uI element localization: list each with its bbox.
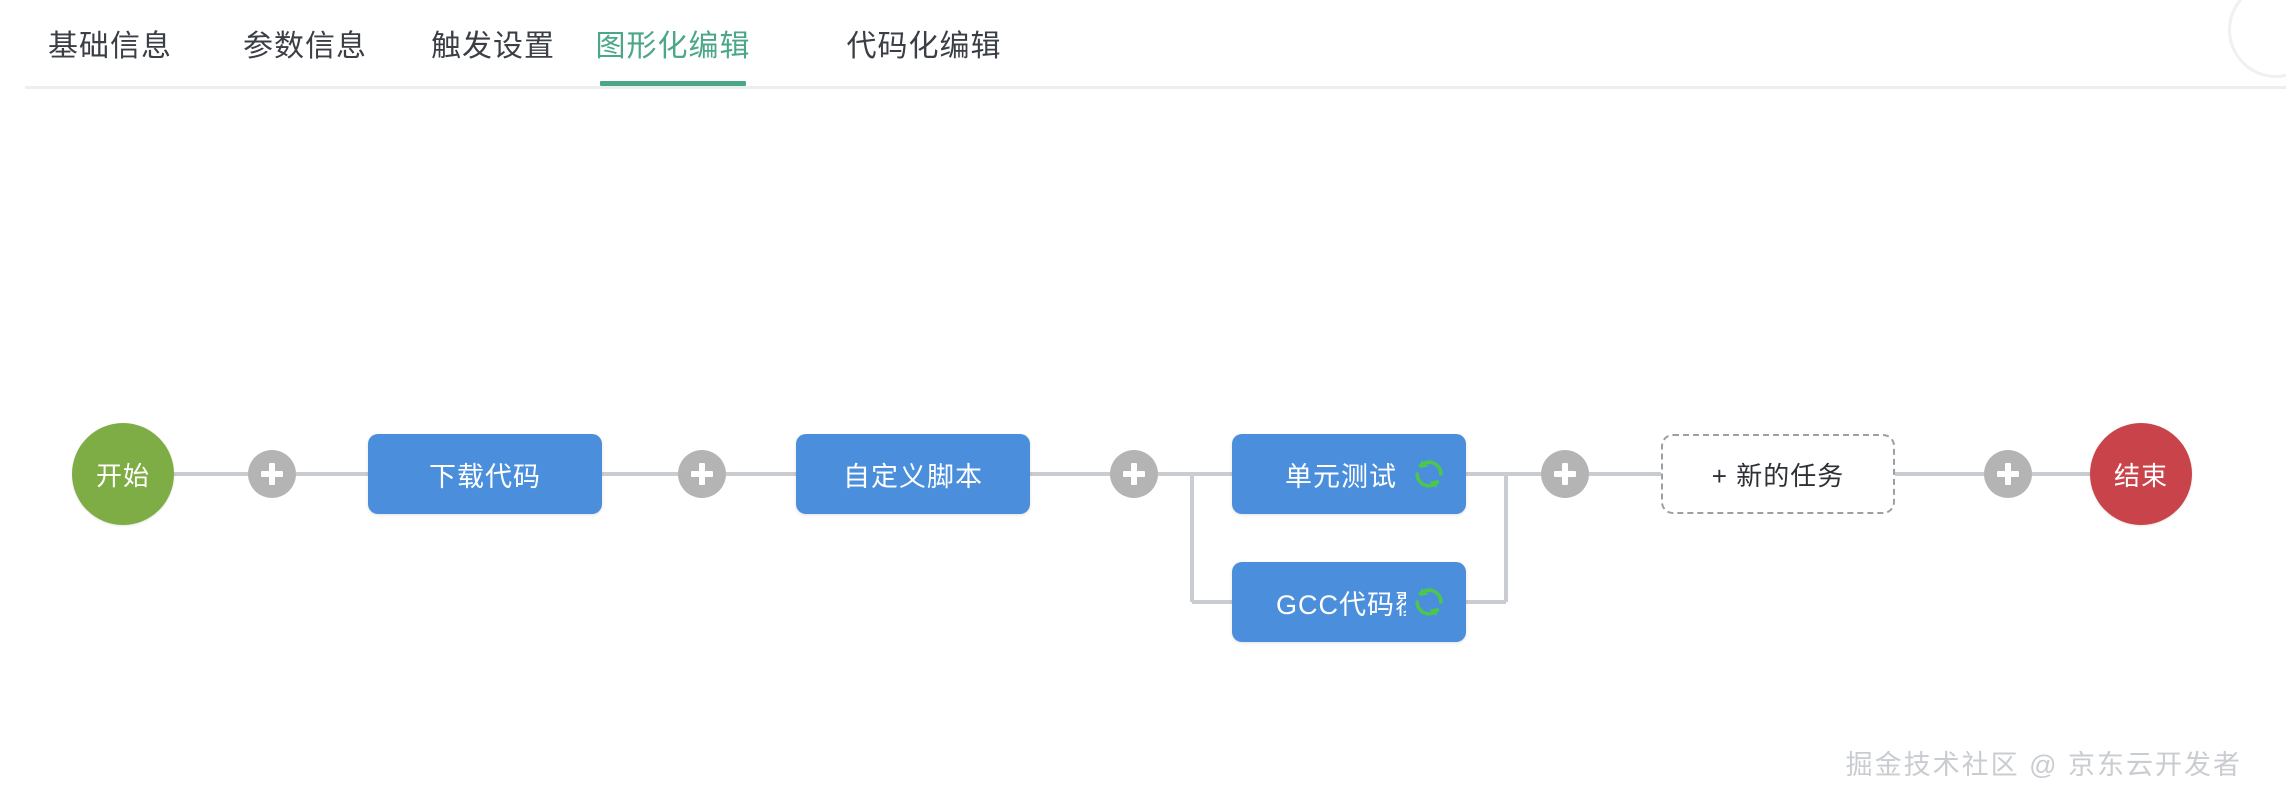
node-unit-test[interactable]: 单元测试 [1232,434,1466,514]
tab-graphical-editor[interactable]: 图形化编辑 [596,0,750,86]
node-label: 单元测试 [1285,461,1397,492]
tab-label: 参数信息 [243,30,367,63]
tab-label: 代码化编辑 [846,30,1002,63]
add-node-button-4[interactable] [1541,450,1589,498]
node-gcc-coverage[interactable]: GCC代码覆... [1232,562,1466,642]
tab-label: 触发设置 [431,30,555,63]
tab-bar-bottom-border [25,86,2286,89]
add-node-button-5[interactable] [1984,450,2032,498]
node-label: 开始 [95,460,150,491]
add-node-button-3[interactable] [1110,450,1158,498]
node-end[interactable]: 结束 [2090,423,2192,525]
tab-bar: 基础信息 参数信息 触发设置 图形化编辑 代码化编辑 [0,0,2286,90]
node-label: 结束 [2113,460,2168,491]
tab-basic-info[interactable]: 基础信息 [25,0,195,86]
add-node-button-1[interactable] [248,450,296,498]
connector-lines [174,472,2090,604]
node-download-code[interactable]: 下载代码 [368,434,602,514]
sync-icon[interactable] [1410,583,1448,621]
add-node-button-2[interactable] [678,450,726,498]
node-label: + 新的任务 [1711,460,1845,491]
watermark: 掘金技术社区 @ 京东云开发者 [1845,750,2242,780]
tab-trigger-settings[interactable]: 触发设置 [408,0,578,86]
pipeline-canvas[interactable]: 开始 下载代码 自定义脚本 单元测试 GCC代码覆... [0,90,2286,806]
node-label: 自定义脚本 [843,461,983,492]
tab-label: 图形化编辑 [595,30,751,63]
tab-parameter-info[interactable]: 参数信息 [220,0,390,86]
node-label: 下载代码 [429,461,541,492]
node-start[interactable]: 开始 [72,423,174,525]
sync-icon[interactable] [1410,455,1448,493]
tab-label: 基础信息 [48,30,172,63]
node-add-new-task[interactable]: + 新的任务 [1661,434,1895,514]
tab-code-editor[interactable]: 代码化编辑 [818,0,1030,86]
tab-active-underline [600,81,746,86]
node-custom-script[interactable]: 自定义脚本 [796,434,1030,514]
node-label: GCC代码覆... [1276,589,1406,620]
